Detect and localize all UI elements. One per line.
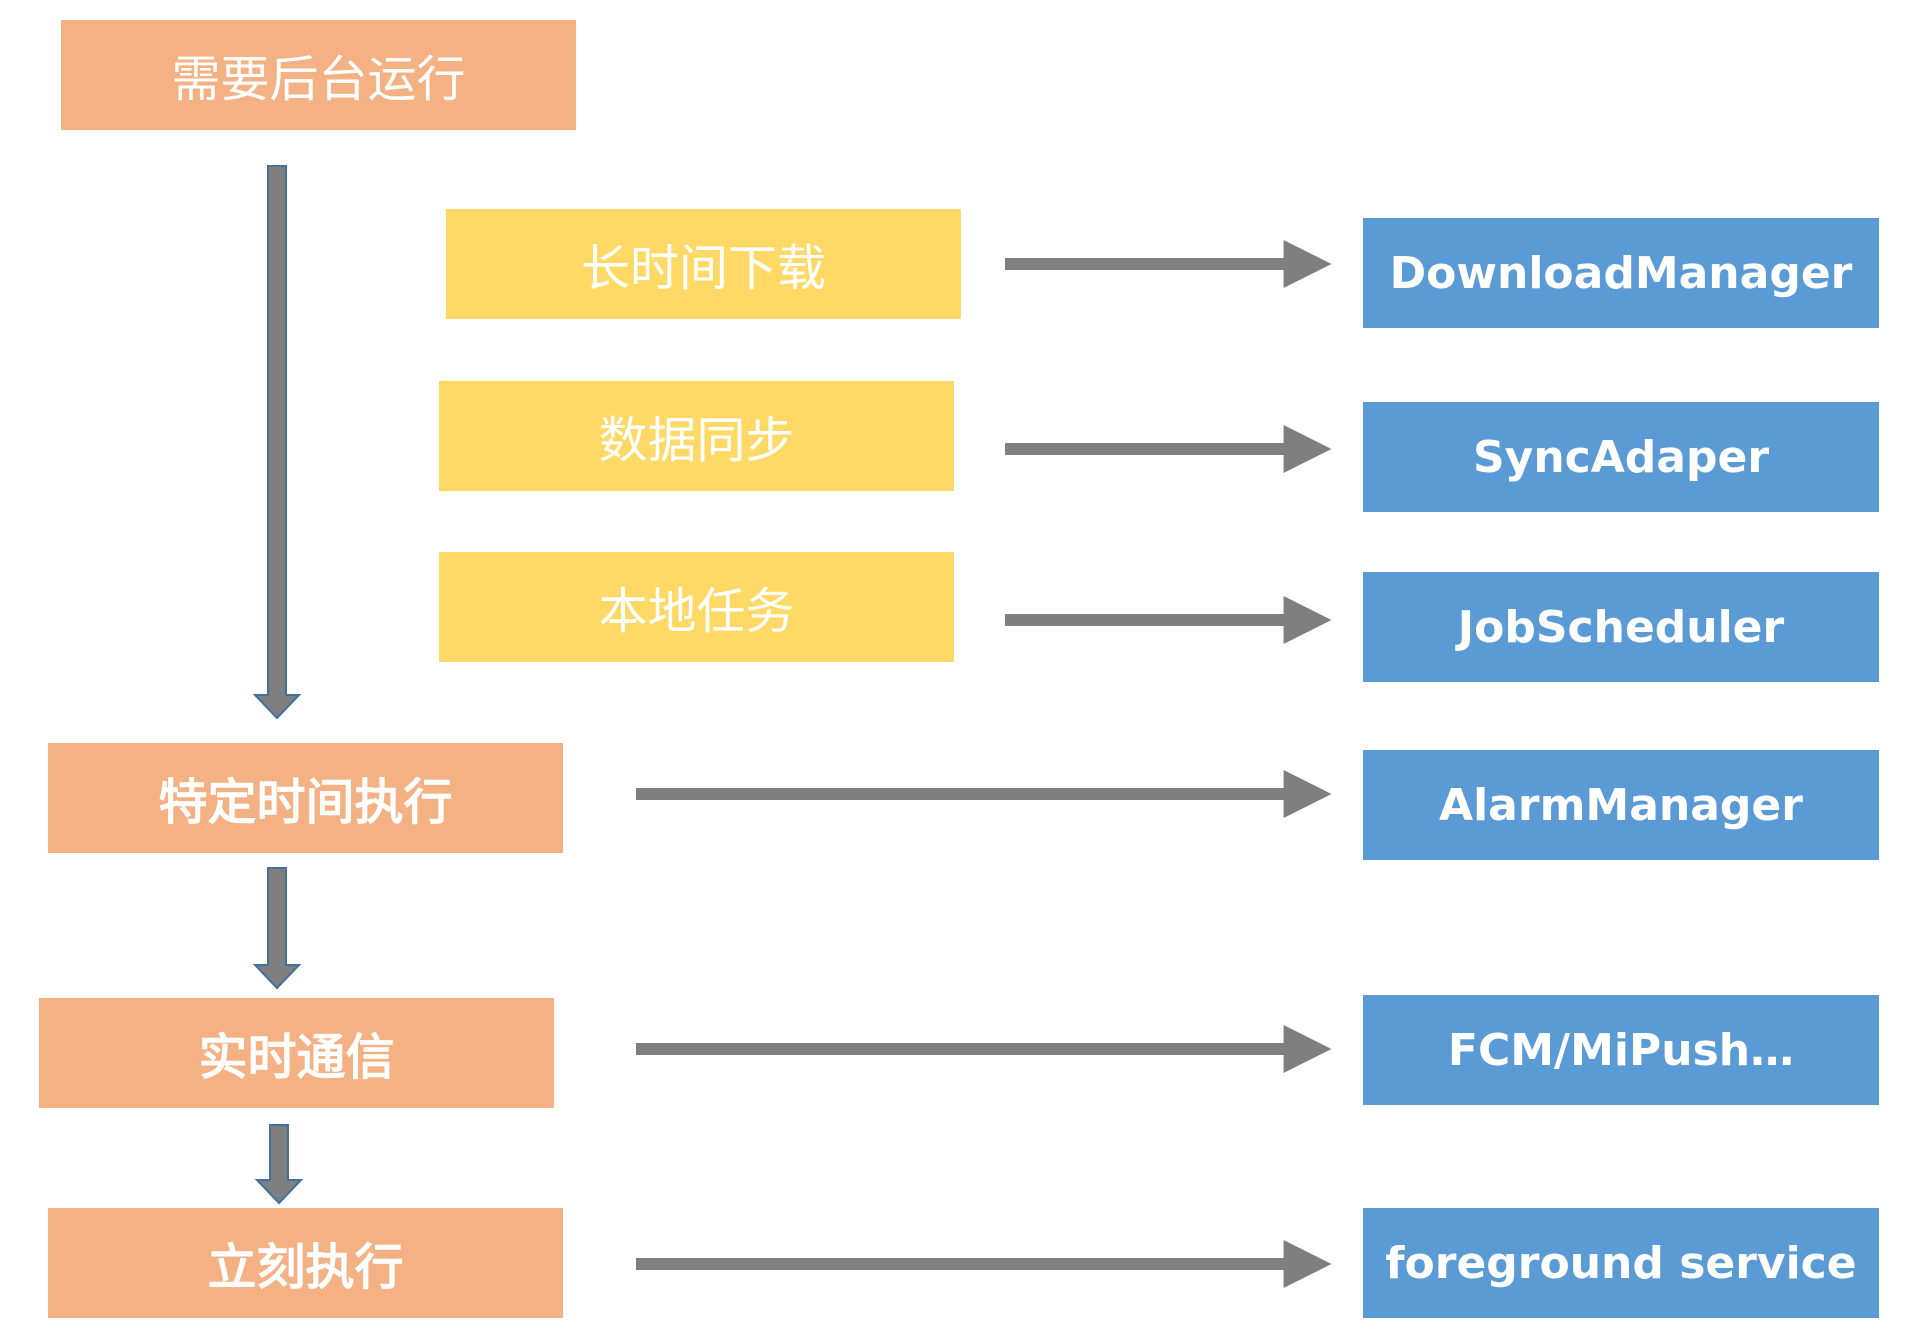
solution-foreground-service: foreground service — [1363, 1208, 1879, 1318]
solution-label: DownloadManager — [1389, 247, 1853, 299]
solution-alarm-manager: AlarmManager — [1363, 750, 1879, 860]
solution-sync-adapter: SyncAdaper — [1363, 402, 1879, 512]
task-label: 数据同步 — [598, 411, 795, 469]
solution-download-manager: DownloadManager — [1363, 218, 1879, 328]
step-label: 立刻执行 — [207, 1238, 404, 1296]
solution-fcm-mipush: FCM/MiPush… — [1363, 995, 1879, 1105]
step-immediate-execution: 立刻执行 — [48, 1208, 563, 1318]
down-arrow-need-to-timed — [252, 165, 302, 720]
down-arrow-timed-to-realtime — [252, 867, 302, 990]
solution-label: FCM/MiPush… — [1447, 1024, 1795, 1076]
task-long-download: 长时间下载 — [446, 209, 961, 319]
step-label: 实时通信 — [198, 1028, 395, 1086]
task-label: 本地任务 — [598, 582, 795, 640]
step-label: 特定时间执行 — [158, 773, 453, 831]
solution-label: SyncAdaper — [1472, 431, 1770, 483]
step-need-background: 需要后台运行 — [61, 20, 576, 130]
solution-label: AlarmManager — [1439, 779, 1803, 831]
step-realtime-communication: 实时通信 — [39, 998, 554, 1108]
step-timed-execution: 特定时间执行 — [48, 743, 563, 853]
solution-job-scheduler: JobScheduler — [1363, 572, 1879, 682]
task-local-job: 本地任务 — [439, 552, 954, 662]
step-label: 需要后台运行 — [171, 50, 466, 108]
solution-label: foreground service — [1385, 1237, 1857, 1289]
task-data-sync: 数据同步 — [439, 381, 954, 491]
solution-label: JobScheduler — [1457, 601, 1785, 653]
task-label: 长时间下载 — [580, 239, 826, 297]
down-arrow-realtime-to-now — [254, 1124, 304, 1205]
